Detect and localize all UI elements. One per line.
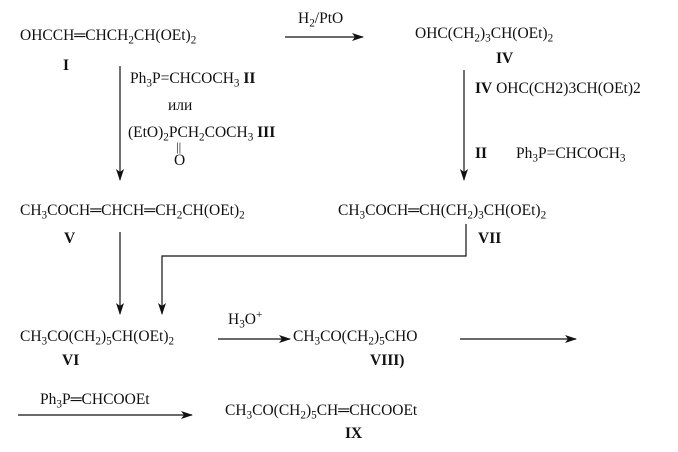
compound-VI-formula: CH3CO(CH2)5CH(OEt)2	[20, 328, 175, 348]
reagent-hydrogenation: H2/PtO	[298, 10, 344, 30]
reagent-III-label: III	[257, 124, 276, 141]
step-IV-row: IV OHC(CH2)3CH(OEt)2	[475, 80, 641, 98]
compound-VIII-formula: CH3CO(CH2)5CHO	[293, 328, 418, 348]
reagent-II-row: Ph3P=CHCOCH3 II	[130, 70, 256, 90]
step-IV-text: OHC(CH2)3CH(OEt)2	[496, 80, 641, 97]
reagent-II-label: II	[243, 70, 256, 87]
reagent-III-oxo: O	[174, 152, 186, 169]
compound-IV-formula: OHC(CH2)3CH(OEt)2	[415, 25, 554, 45]
compound-V-formula: CH3COCH═CHCH═CH2CH(OEt)2	[20, 202, 245, 222]
arrow-VII-to-VI	[158, 224, 467, 315]
reagent-II: Ph3P=CHCOCH3	[130, 70, 240, 90]
reagent-wittig-ester: Ph3P═CHCOOEt	[40, 391, 150, 411]
step-IV-label: IV	[475, 80, 493, 97]
or-text: или	[168, 97, 193, 114]
reagent-III-row: (EtO)2PCH2COCH3 III	[128, 124, 276, 144]
compound-VII-label: VII	[478, 230, 502, 247]
compound-I-label: I	[63, 57, 70, 74]
compound-IX-formula: CH3CO(CH2)5CH═CHCOOEt	[225, 402, 418, 422]
reagent-III-oxo-bond: ||	[176, 139, 182, 154]
compound-VI-label: VI	[62, 352, 80, 369]
compound-VIII-label: VIII)	[370, 352, 405, 369]
step-II-label: II	[475, 145, 488, 162]
compound-I-formula: OHCCH═CHCH2CH(OEt)2	[20, 27, 197, 47]
reagent-hydrolysis: H3O+	[228, 308, 263, 331]
compound-IX-label: IX	[345, 425, 363, 442]
compound-V-label: V	[64, 230, 76, 247]
reagent-III: (EtO)2PCH2COCH3	[128, 124, 254, 144]
compound-IV-label: IV	[496, 50, 514, 67]
step-II-text: Ph3P=CHCOCH3	[516, 145, 626, 165]
compound-VII-formula: CH3COCH═CH(CH2)3CH(OEt)2	[338, 202, 547, 222]
